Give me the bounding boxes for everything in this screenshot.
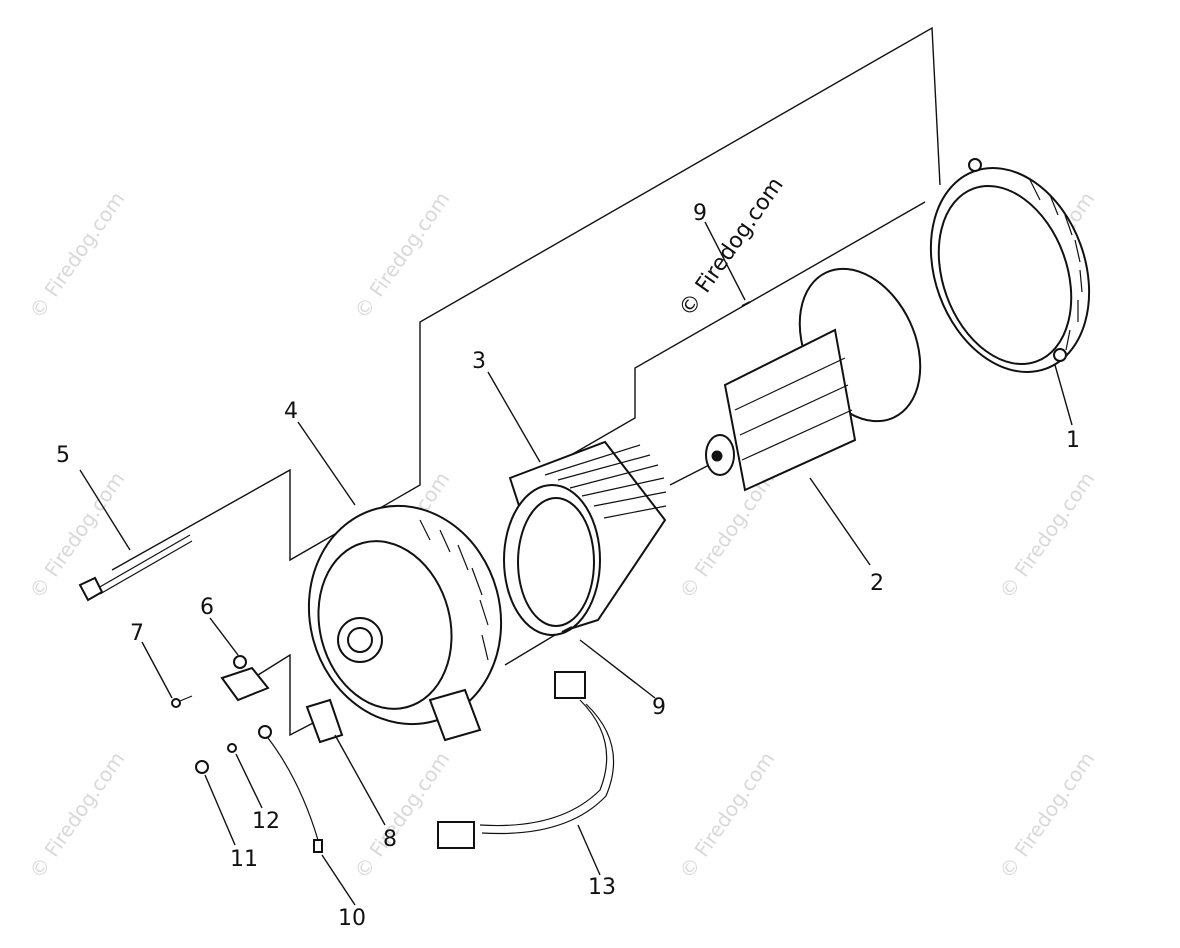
assembly-line-bracket <box>249 653 316 737</box>
watermark-tile: © Firedog.com <box>24 467 129 603</box>
callout-10: 10 <box>338 906 366 931</box>
callout-3: 3 <box>472 349 486 374</box>
callout-7: 7 <box>130 621 144 646</box>
leader-lines <box>79 221 1073 906</box>
watermark-main: © Firedog.com <box>674 173 788 321</box>
part-2-rotor <box>705 267 922 492</box>
watermark-tile: © Firedog.com <box>349 187 454 323</box>
callout-11: 11 <box>230 847 258 872</box>
watermark-tile: © Firedog.com <box>24 747 129 883</box>
watermark-tile: © Firedog.com <box>994 467 1099 603</box>
part-6-brush-holder <box>220 655 270 702</box>
part-12-washer <box>227 743 237 753</box>
callout-8: 8 <box>383 827 397 852</box>
part-4-front-housing <box>307 504 503 742</box>
callout-12: 12 <box>252 809 280 834</box>
assembly-lines <box>111 26 941 737</box>
part-9-pins <box>561 301 751 633</box>
callout-9-top: 9 <box>693 201 707 226</box>
assembly-line-inner <box>544 201 926 471</box>
part-1-rear-cover <box>929 158 1091 373</box>
callout-6: 6 <box>200 595 214 620</box>
watermark-tile: © Firedog.com <box>674 467 779 603</box>
part-13-harness <box>437 671 615 849</box>
callout-2: 2 <box>870 571 884 596</box>
callouts: 1 2 3 4 5 6 7 8 9 9 10 11 12 13 <box>56 201 1080 931</box>
callout-5: 5 <box>56 443 70 468</box>
watermark-tile: © Firedog.com <box>674 747 779 883</box>
part-8-rectifier <box>305 698 344 744</box>
part-10-ground-lead <box>258 725 323 853</box>
watermark-tile: © Firedog.com <box>24 187 129 323</box>
callout-13: 13 <box>588 875 616 900</box>
part-5-through-bolt <box>78 534 193 602</box>
watermark-tile: © Firedog.com <box>349 747 454 883</box>
assembly-line-outer <box>111 26 941 571</box>
part-3-stator <box>503 440 667 636</box>
part-11-screw <box>195 760 209 774</box>
part-7-screw <box>171 695 193 708</box>
callout-9-bottom: 9 <box>652 695 666 720</box>
callout-1: 1 <box>1066 428 1080 453</box>
callout-4: 4 <box>284 399 298 424</box>
watermark-tile: © Firedog.com <box>994 747 1099 883</box>
